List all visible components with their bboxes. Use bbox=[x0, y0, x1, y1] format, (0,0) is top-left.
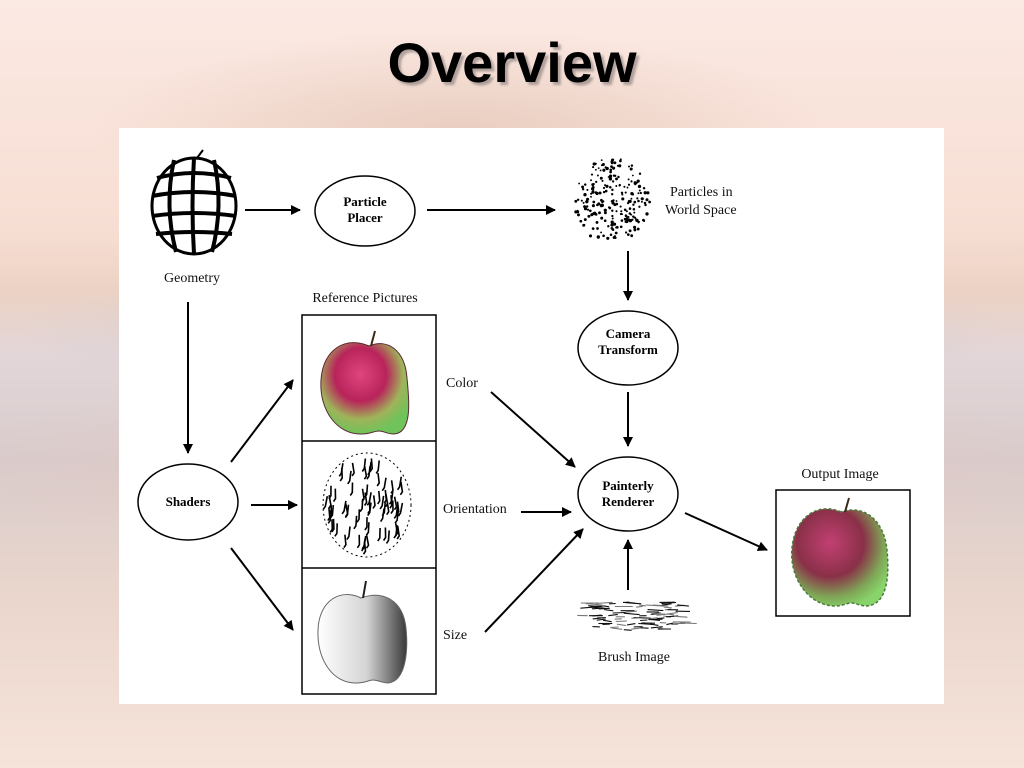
shaders-node bbox=[137, 463, 239, 541]
slide-title: Overview bbox=[387, 31, 637, 94]
color-label: Color bbox=[446, 376, 478, 391]
flow-arrows bbox=[183, 205, 768, 633]
camera-transform-label-line2: Transform bbox=[598, 342, 658, 357]
output-image-label: Output Image bbox=[801, 467, 878, 482]
diagram-panel: Geometry Particle Placer Particles in Wo… bbox=[119, 128, 944, 704]
size-reference-apple bbox=[317, 580, 408, 684]
orientation-label: Orientation bbox=[443, 502, 507, 517]
color-reference-apple bbox=[320, 330, 410, 435]
geometry-wireframe-image bbox=[150, 149, 238, 256]
particles-world-label-line1: Particles in bbox=[670, 185, 733, 200]
arrow-size-to-renderer bbox=[484, 528, 584, 633]
arrow-shaders-to-color bbox=[230, 379, 294, 463]
camera-transform-node bbox=[577, 310, 679, 386]
painterly-renderer-label-line2: Renderer bbox=[602, 494, 655, 509]
pipeline-diagram: Geometry Particle Placer Particles in Wo… bbox=[137, 149, 911, 695]
camera-transform-label-line1: Camera bbox=[606, 326, 651, 341]
brush-image bbox=[577, 601, 697, 631]
particle-placer-node bbox=[314, 175, 416, 247]
particle-placer-label-line1: Particle bbox=[343, 194, 387, 209]
particles-world-label-line2: World Space bbox=[665, 203, 737, 218]
painterly-renderer-node bbox=[577, 456, 679, 532]
reference-pictures-label: Reference Pictures bbox=[312, 291, 417, 306]
particles-world-image bbox=[574, 158, 651, 240]
orientation-reference-strokes bbox=[322, 452, 412, 558]
shaders-label: Shaders bbox=[166, 494, 211, 509]
particle-placer-label-line2: Placer bbox=[347, 210, 383, 225]
arrow-color-to-renderer bbox=[490, 391, 576, 468]
size-label: Size bbox=[443, 628, 467, 643]
brush-image-label: Brush Image bbox=[598, 650, 670, 665]
output-painted-apple bbox=[791, 497, 889, 607]
painterly-renderer-label-line1: Painterly bbox=[602, 478, 654, 493]
arrow-shaders-to-size bbox=[230, 547, 294, 631]
geometry-label: Geometry bbox=[164, 271, 220, 286]
arrow-renderer-to-output bbox=[684, 512, 768, 551]
